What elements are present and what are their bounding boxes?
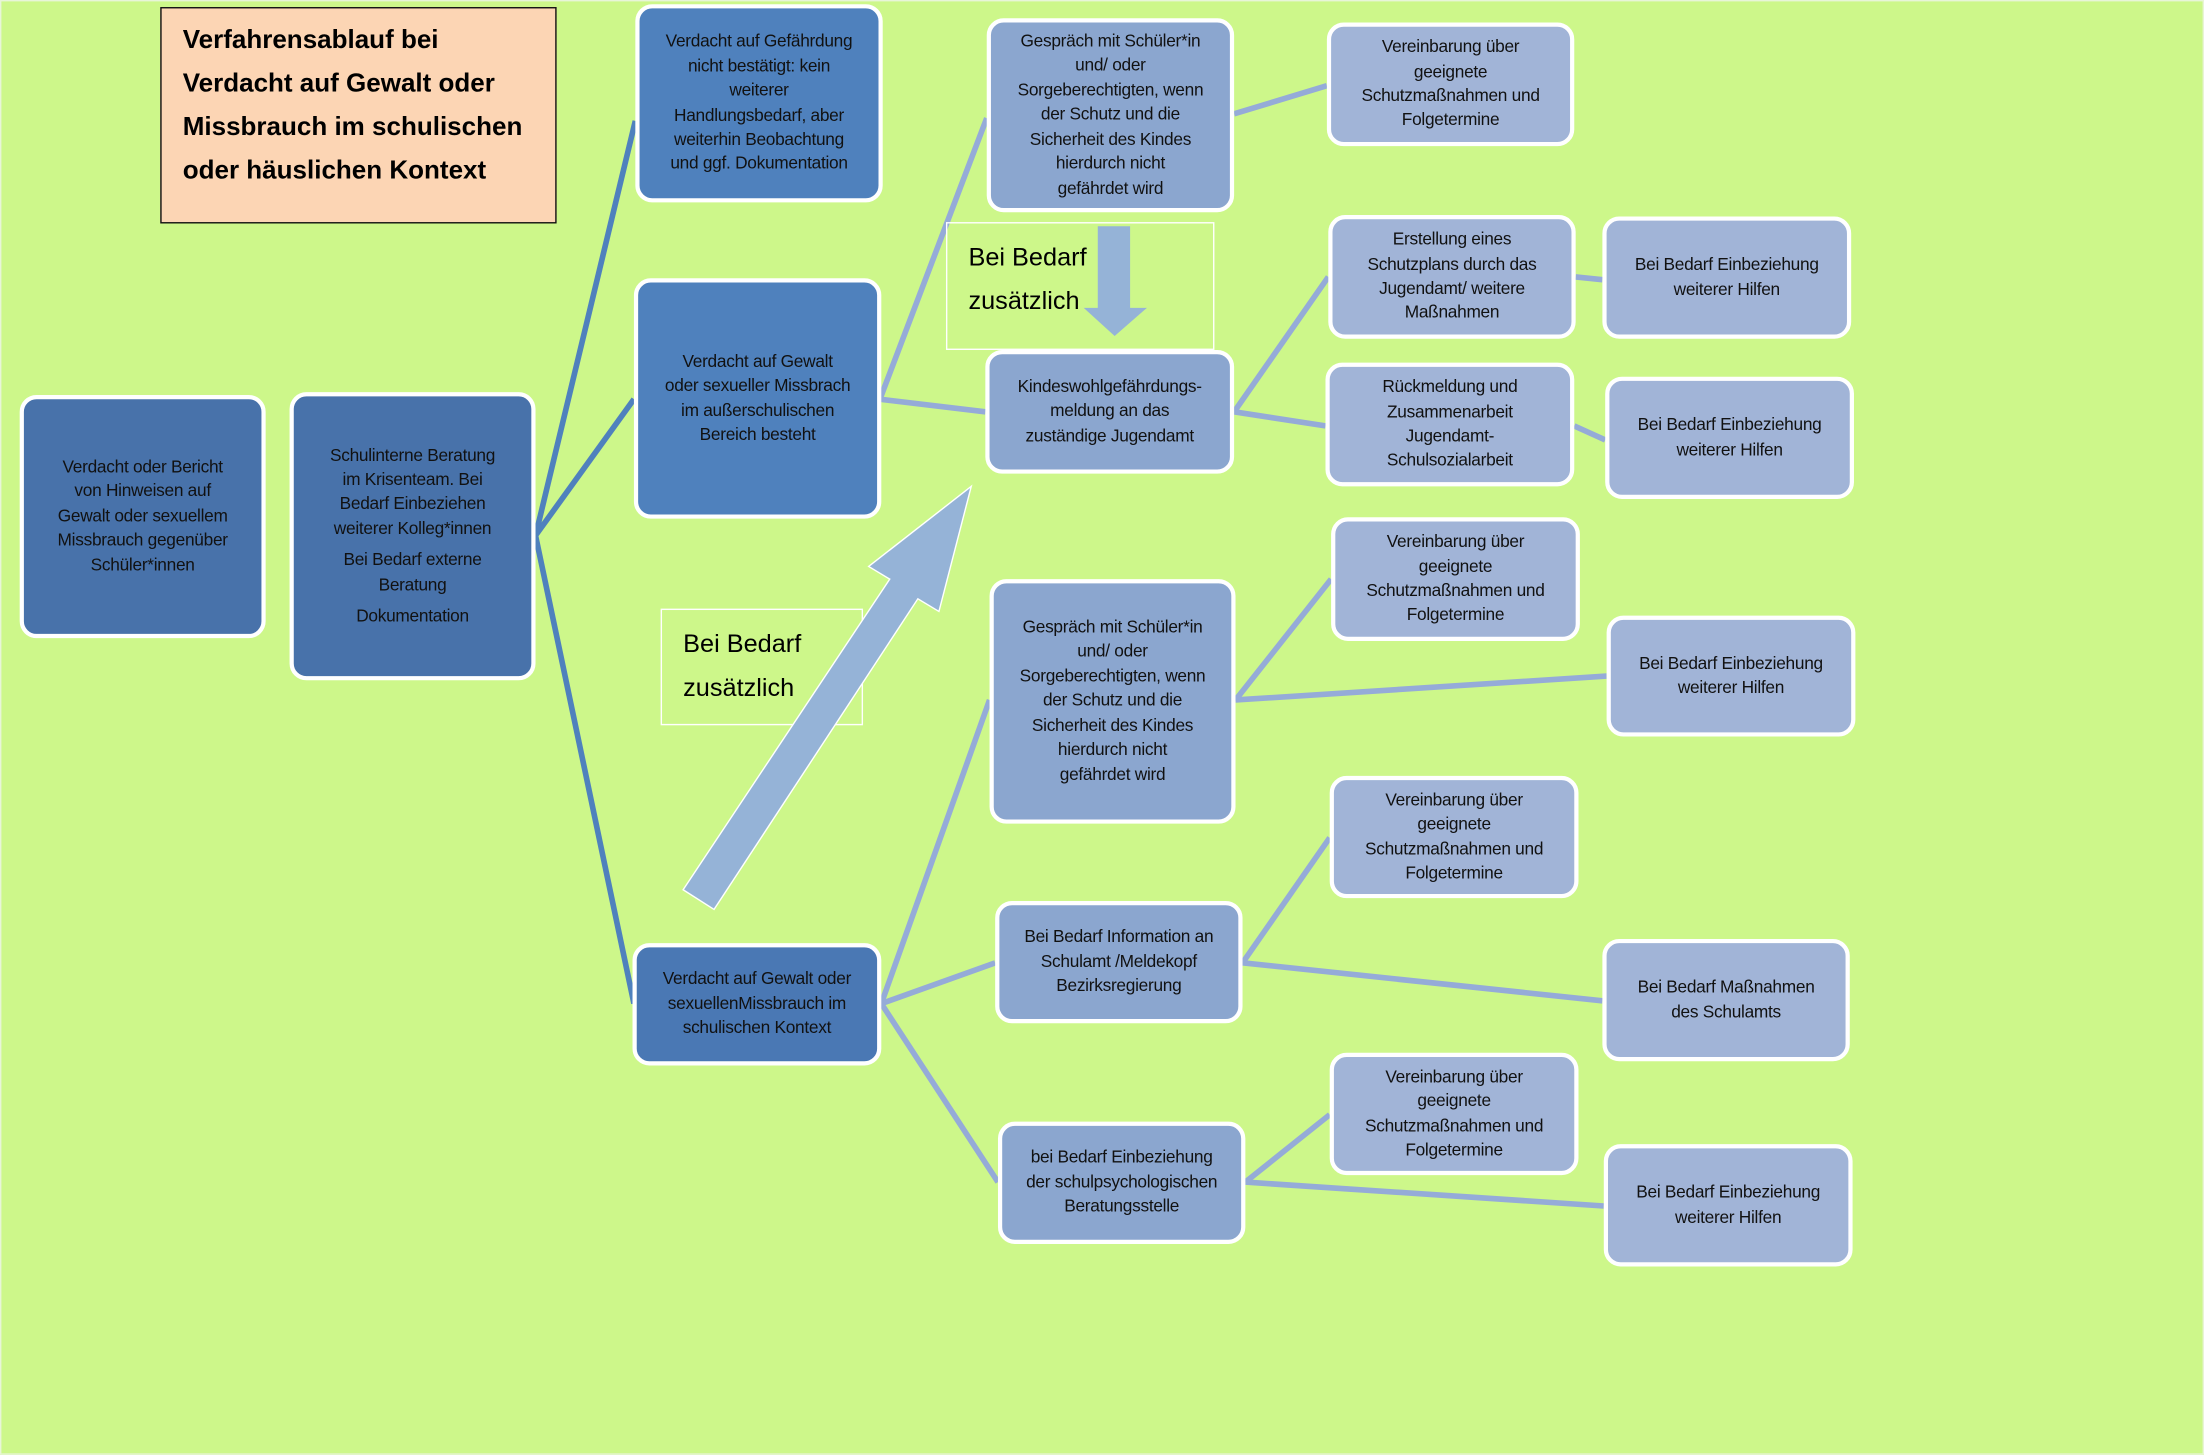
node-meldung-jugendamt: Kindeswohlgefährdungs- meldung an das zu… — [985, 349, 1235, 474]
connector — [1240, 836, 1333, 965]
node-hilfen-3: Bei Bedarf Einbeziehung weiterer Hilfen — [1606, 615, 1856, 737]
node-rueckmeldung: Rückmeldung und Zusammenarbeit Jugendamt… — [1325, 362, 1575, 487]
node-gespraech-2: Gespräch mit Schüler*in und/ oder Sorgeb… — [989, 579, 1236, 824]
connector — [1243, 1112, 1332, 1185]
connector — [1573, 423, 1607, 443]
connector — [1235, 673, 1607, 703]
node-vereinbarung-3: Vereinbarung über geeignete Schutzmaßnah… — [1329, 775, 1579, 899]
connector — [879, 396, 986, 415]
node-beratung: Schulinterne Beratung im Krisenteam. Bei… — [289, 392, 536, 681]
node-schutzplan: Erstellung eines Schutzplans durch das J… — [1328, 215, 1576, 339]
note-bei-bedarf-1: Bei Bedarf zusätzlich — [945, 222, 1215, 350]
connector — [532, 120, 639, 537]
connector — [878, 699, 993, 1005]
connector — [1245, 1179, 1604, 1209]
diagram-title: Verfahrensablauf bei Verdacht auf Gewalt… — [160, 7, 557, 224]
beratung-extern: Bei Bedarf externe Beratung — [343, 549, 482, 595]
connector — [877, 117, 990, 401]
connector — [1242, 960, 1603, 1004]
connector — [878, 1002, 1001, 1184]
beratung-doku: Dokumentation — [356, 605, 469, 626]
connector — [1233, 409, 1326, 429]
connector — [532, 534, 637, 1005]
connector — [1233, 577, 1334, 702]
node-hilfen-4: Bei Bedarf Einbeziehung weiterer Hilfen — [1603, 1144, 1853, 1267]
node-gespraech-1: Gespräch mit Schüler*in und/ oder Sorgeb… — [986, 18, 1235, 213]
connector — [1233, 83, 1328, 117]
node-nicht-bestaetigt: Verdacht auf Gefährdung nicht bestätigt:… — [635, 4, 883, 203]
connector — [880, 960, 997, 1007]
node-schulamt-info: Bei Bedarf Information an Schulamt /Meld… — [995, 900, 1243, 1024]
node-start: Verdacht oder Bericht von Hinweisen auf … — [19, 394, 266, 639]
node-schulisch: Verdacht auf Gewalt oder sexuellenMissbr… — [632, 943, 882, 1066]
node-ausserschulisch: Verdacht auf Gewalt oder sexueller Missb… — [633, 278, 882, 519]
node-schulpsychologie: bei Bedarf Einbeziehung der schulpsychol… — [997, 1121, 1246, 1244]
note-bei-bedarf-2: Bei Bedarf zusätzlich — [660, 608, 864, 726]
connector — [1575, 274, 1603, 283]
node-vereinbarung-2: Vereinbarung über geeignete Schutzmaßnah… — [1331, 517, 1580, 641]
connector — [1231, 275, 1331, 414]
beratung-text: Schulinterne Beratung im Krisenteam. Bei… — [329, 444, 496, 539]
node-massnahmen-schulamt: Bei Bedarf Maßnahmen des Schulamts — [1602, 938, 1850, 1062]
connector — [533, 397, 637, 538]
node-vereinbarung-1: Vereinbarung über geeignete Schutzmaßnah… — [1326, 22, 1575, 147]
node-hilfen-2: Bei Bedarf Einbeziehung weiterer Hilfen — [1605, 376, 1854, 499]
node-vereinbarung-4: Vereinbarung über geeignete Schutzmaßnah… — [1329, 1052, 1579, 1176]
node-hilfen-1: Bei Bedarf Einbeziehung weiterer Hilfen — [1602, 216, 1852, 339]
